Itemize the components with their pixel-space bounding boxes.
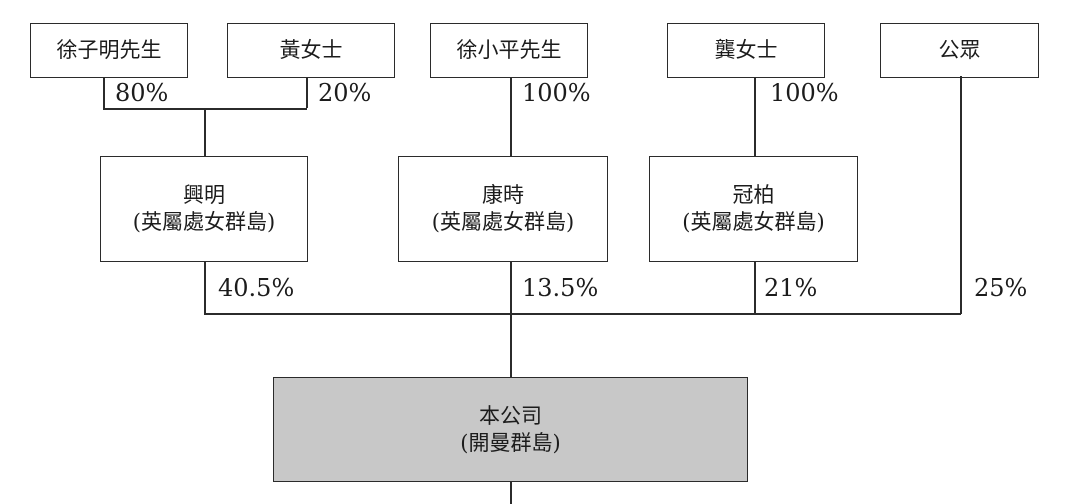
node-company: 本公司 (開曼群島) [273,377,748,482]
ownership-label-xu-xiaoping: 100% [522,79,591,107]
holdco-name: 康時 [482,183,524,207]
connector-company-down [510,482,512,504]
ownership-label-kangshi: 13.5% [522,274,599,302]
node-public-shareholders: 公眾 [880,23,1039,78]
node-holdco-kangshi: 康時 (英屬處女群島) [398,156,608,262]
holdco-jurisdiction: (英屬處女群島) [132,210,276,234]
ownership-label-ms-huang: 20% [318,79,372,107]
connector-bus-line [204,313,961,315]
connector-xu-xiaoping-kangshi [510,78,512,156]
connector-xu-ziming-down [103,78,105,108]
node-holdco-xingming: 興明 (英屬處女群島) [100,156,308,262]
ownership-label-ms-gong: 100% [770,79,839,107]
company-name: 本公司 [479,403,542,428]
shareholder-label: 徐小平先生 [456,38,562,62]
holdco-jurisdiction: (英屬處女群島) [682,210,825,234]
node-shareholder-xu-ziming: 徐子明先生 [30,23,188,78]
ownership-label-xingming: 40.5% [218,274,295,302]
shareholder-label: 公眾 [938,38,981,62]
node-shareholder-xu-xiaoping: 徐小平先生 [430,23,588,78]
shareholder-label: 龔女士 [714,38,778,62]
shareholder-label: 徐子明先生 [56,38,162,62]
connector-ms-gong-guanbai [754,78,756,156]
shareholder-label: 黃女士 [279,38,343,62]
connector-ms-huang-down [306,78,308,108]
ownership-label-guanbai: 21% [764,274,818,302]
connector-into-company [510,313,512,377]
holdco-name: 興明 [183,183,225,207]
node-shareholder-ms-gong: 龔女士 [667,23,825,78]
connector-guanbai-down [754,262,756,313]
holdco-jurisdiction: (英屬處女群島) [431,210,575,234]
ownership-label-public: 25% [974,274,1028,302]
connector-into-xingming [204,108,206,156]
connector-xingming-down [204,262,206,313]
company-jurisdiction: (開曼群島) [460,430,561,455]
connector-kangshi-down [510,262,512,313]
node-shareholder-ms-huang: 黃女士 [227,23,395,78]
holdco-name: 冠柏 [732,183,775,207]
ownership-label-xu-ziming: 80% [115,79,169,107]
node-holdco-guanbai: 冠柏 (英屬處女群島) [649,156,858,262]
connector-public-down [960,76,962,314]
